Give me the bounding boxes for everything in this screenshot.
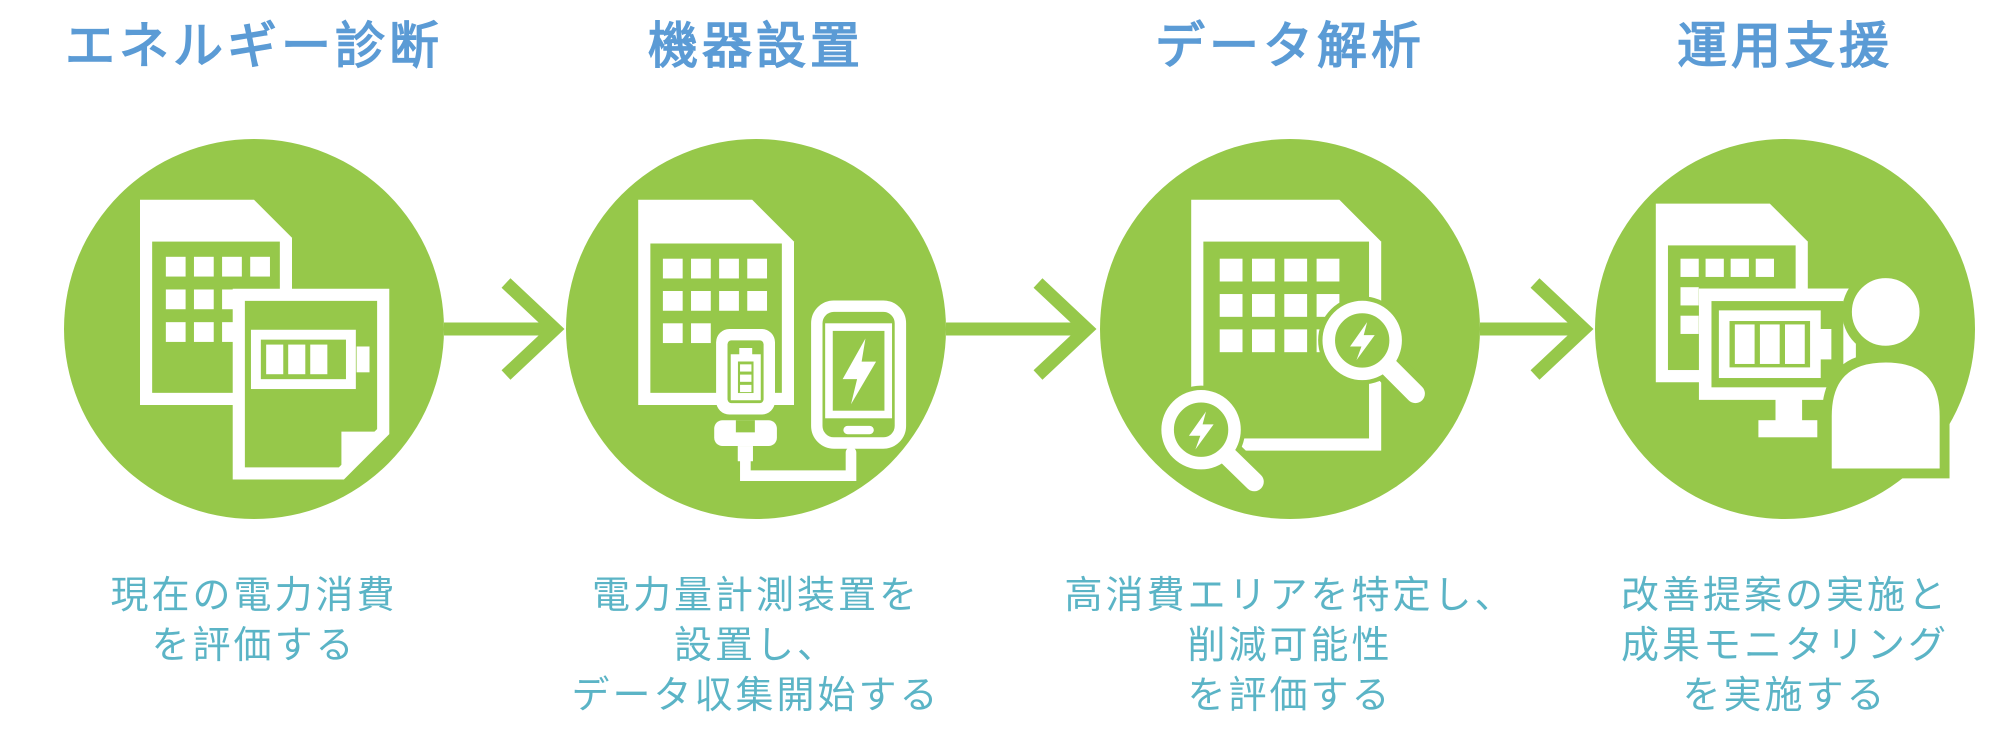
step-description: 電力量計測装置を 設置し、 データ収集開始する [506, 571, 1006, 721]
description-line: 電力量計測装置を [591, 575, 920, 617]
flow-arrow [1480, 274, 1595, 384]
step-title: データ解析 [1155, 18, 1425, 74]
step-title: エネルギー診断 [65, 18, 443, 74]
description-line: を評価する [151, 625, 357, 668]
right-arrow-icon [946, 278, 1097, 380]
step-circle [1100, 139, 1480, 519]
building-magnifier-lightning-icon [1157, 199, 1434, 500]
building-power-meter-smartphone-icon [638, 199, 907, 481]
step-circle [1595, 139, 1975, 519]
right-arrow-icon [1480, 278, 1594, 380]
step-title: 運用支援 [1677, 18, 1893, 74]
step-title: 機器設置 [648, 18, 864, 74]
step-equipment-installation: 機器設置 [506, 0, 1006, 754]
flow-arrow [444, 274, 566, 384]
step-data-analysis: データ解析 [1040, 0, 1540, 754]
description-line: 成果モニタリング [1620, 625, 1949, 668]
description-line: 高消費エリアを特定し、 [1064, 575, 1516, 617]
step-description: 高消費エリアを特定し、 削減可能性 を評価する [1040, 571, 1540, 721]
step-description: 現在の電力消費 を評価する [4, 571, 504, 671]
step-circle [566, 139, 946, 519]
description-line: を実施する [1682, 675, 1888, 718]
description-line: 削減可能性 [1187, 625, 1393, 668]
building-report-battery-icon [140, 199, 390, 480]
step-energy-audit: エネルギー診断 [4, 0, 504, 754]
description-line: 改善提案の実施と [1620, 575, 1949, 617]
right-arrow-icon [444, 278, 565, 380]
step-circle [64, 139, 444, 519]
description-line: を評価する [1187, 675, 1393, 718]
building-battery-monitor-person-icon [1655, 203, 1950, 479]
step-description: 改善提案の実施と 成果モニタリング を実施する [1535, 571, 2000, 721]
description-line: データ収集開始する [571, 675, 941, 718]
description-line: 設置し、 [673, 625, 838, 668]
description-line: 現在の電力消費 [110, 575, 398, 617]
step-operation-support: 運用支援 [1535, 0, 2000, 754]
flow-arrow [946, 274, 1100, 384]
